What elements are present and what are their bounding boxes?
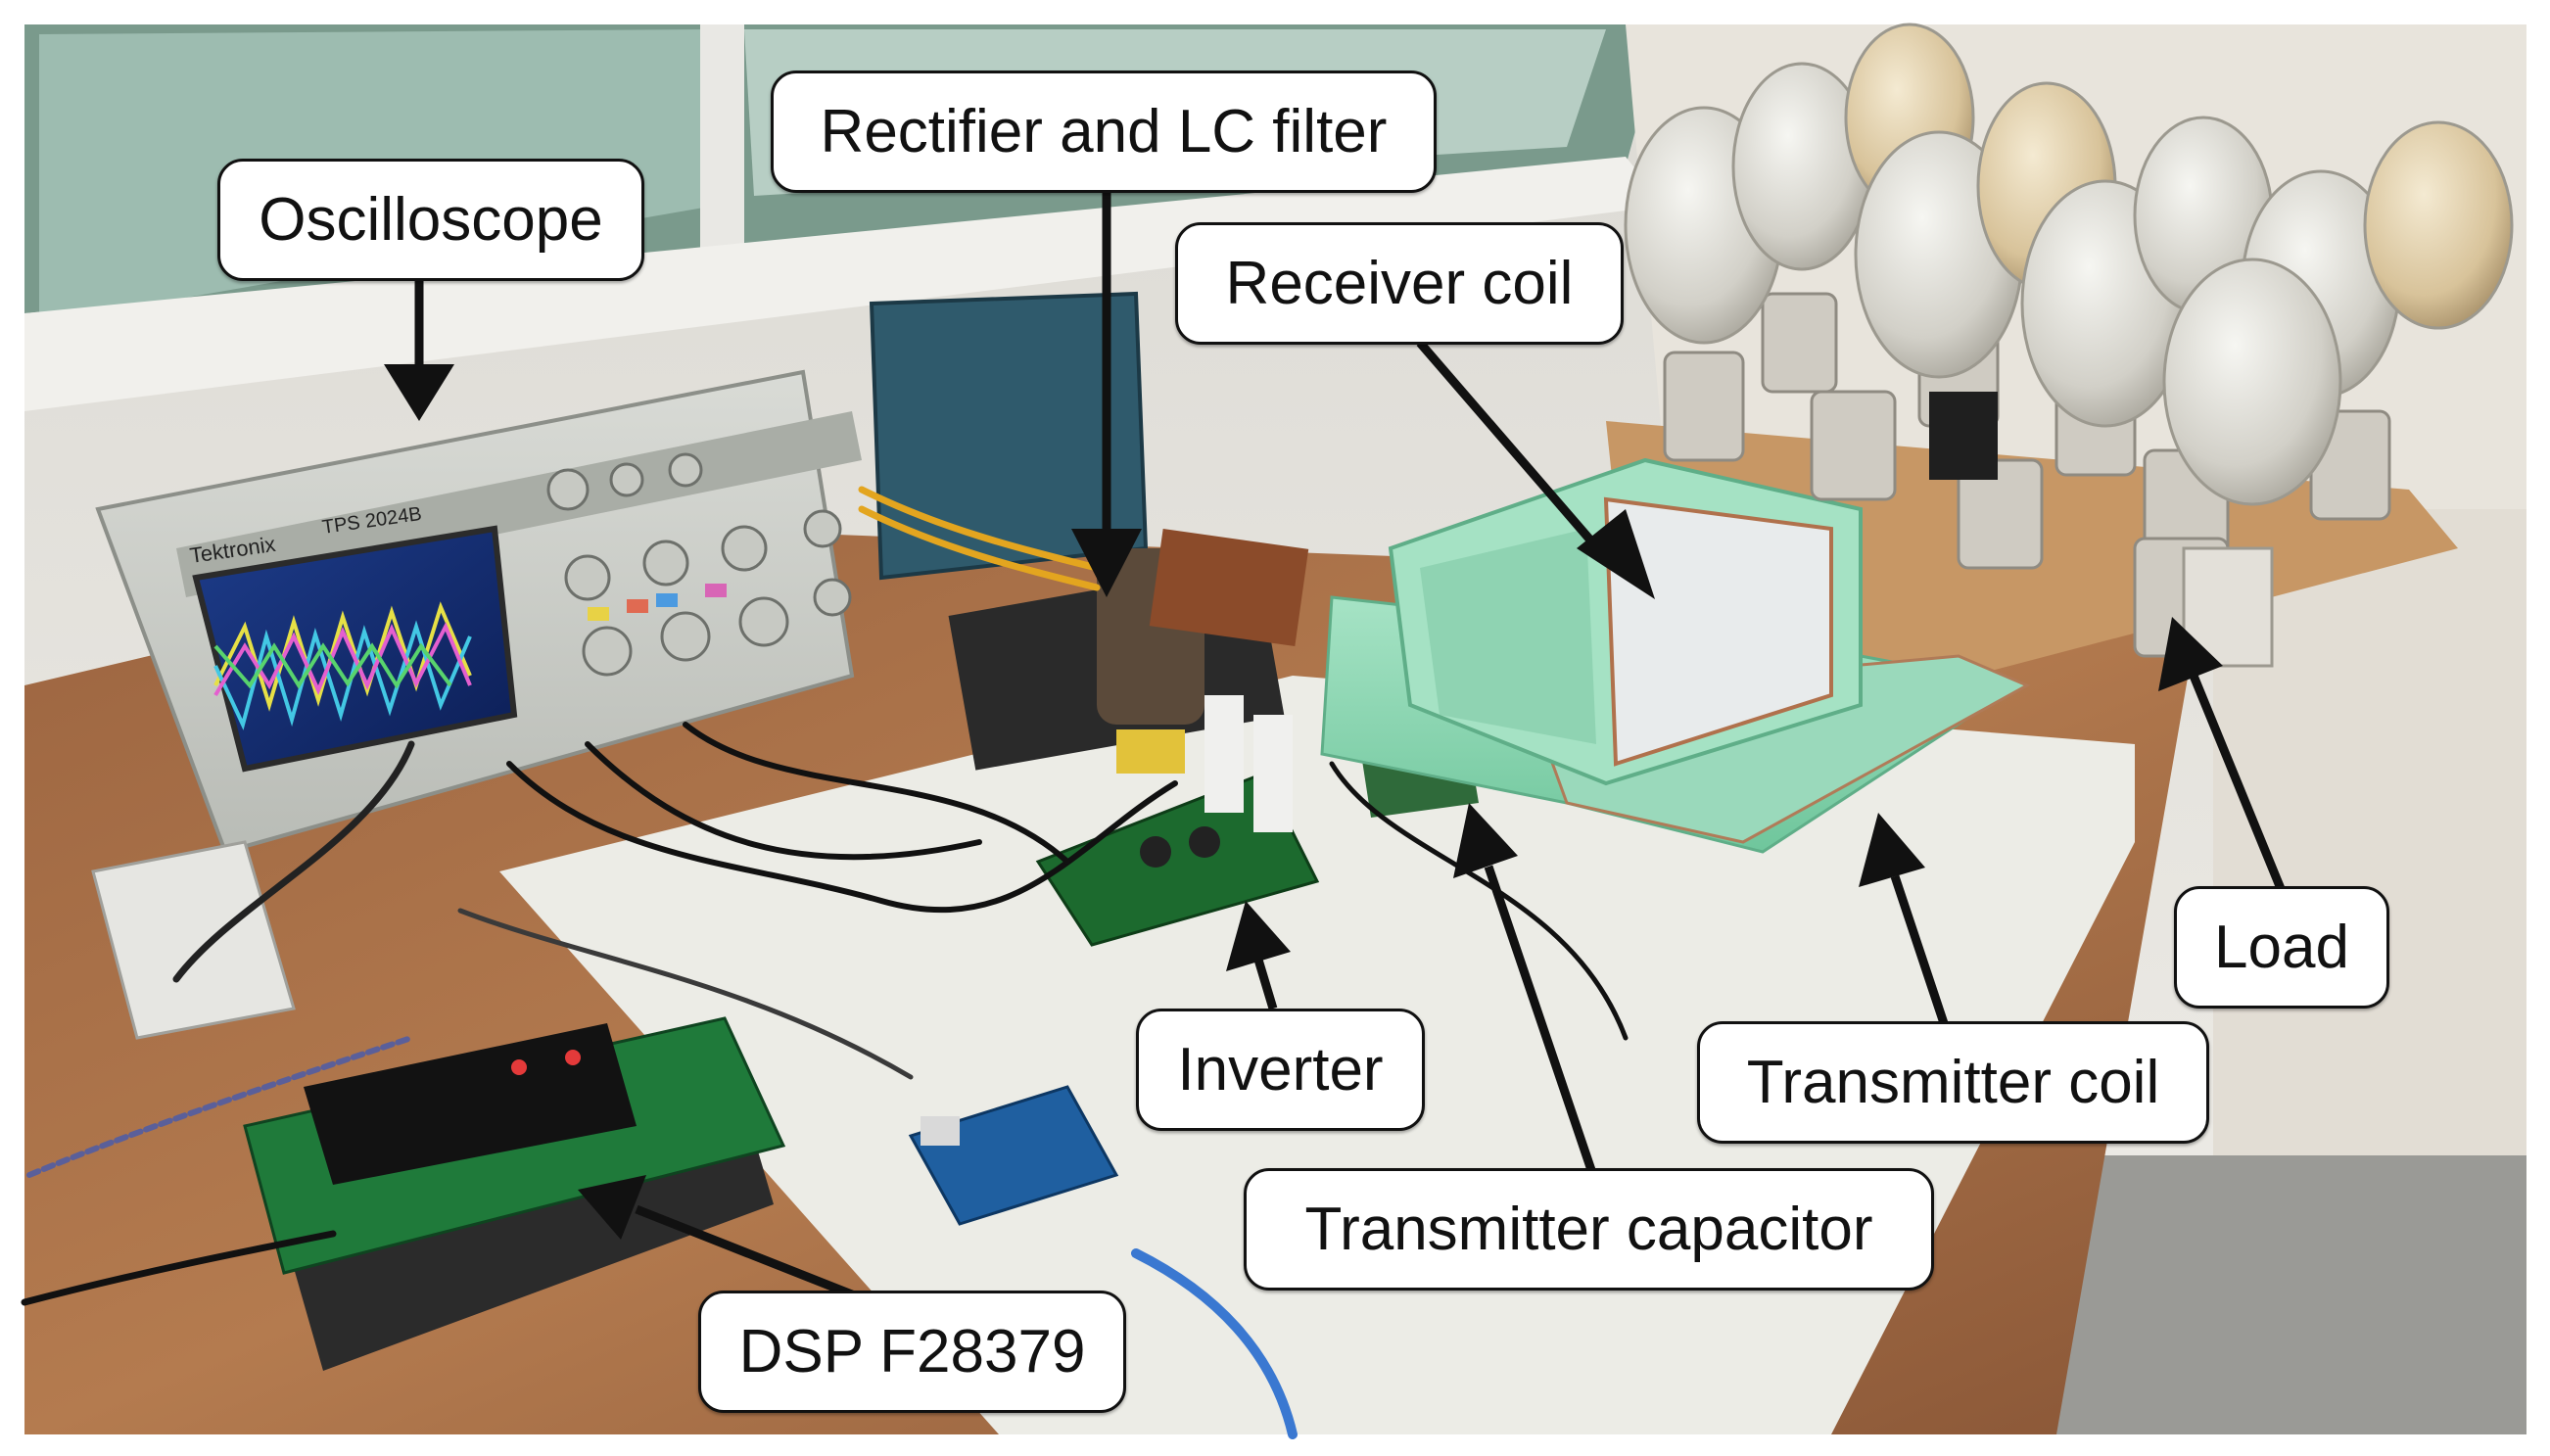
rectifier-board bbox=[948, 529, 1309, 774]
arrow-receiver-coil bbox=[1416, 340, 1655, 599]
coil-assembly bbox=[1320, 457, 2031, 854]
light-bulb-load bbox=[1624, 23, 2514, 668]
arrow-dsp bbox=[578, 1175, 874, 1307]
receiver-coil-face bbox=[1603, 496, 1833, 767]
arrow-oscilloscope bbox=[384, 279, 454, 421]
oscilloscope-device: Tektronix TPS 2024B bbox=[95, 369, 862, 855]
small-white-box bbox=[91, 840, 296, 1040]
callout-rectifier-lc-filter: Rectifier and LC filter bbox=[771, 70, 1437, 193]
callout-inverter: Inverter bbox=[1136, 1009, 1425, 1131]
window-sill bbox=[24, 157, 1665, 411]
callout-receiver-coil: Receiver coil bbox=[1175, 222, 1624, 345]
oscilloscope-buttons bbox=[588, 584, 727, 621]
callout-transmitter-coil: Transmitter coil bbox=[1697, 1021, 2209, 1144]
oscilloscope-knobs bbox=[546, 452, 852, 677]
arrow-transmitter-coil bbox=[1859, 813, 1949, 1025]
callout-load: Load bbox=[2174, 886, 2389, 1009]
cables bbox=[21, 486, 1629, 1439]
window-frame bbox=[700, 24, 744, 250]
arduino-board bbox=[908, 1085, 1119, 1226]
receiver-coil-inner bbox=[1420, 529, 1596, 744]
callout-oscilloscope: Oscilloscope bbox=[217, 159, 644, 281]
arrow-load bbox=[2158, 617, 2287, 893]
arrow-inverter bbox=[1226, 901, 1291, 1010]
arrow-rectifier bbox=[1071, 186, 1142, 597]
dsp-board bbox=[243, 1016, 786, 1371]
callout-arrows bbox=[384, 186, 2287, 1307]
callout-dsp-f28379: DSP F28379 bbox=[698, 1291, 1126, 1413]
inverter-board bbox=[1035, 695, 1320, 947]
arrow-transmitter-capacitor bbox=[1453, 803, 1596, 1172]
callout-transmitter-capacitor: Transmitter capacitor bbox=[1244, 1168, 1934, 1291]
